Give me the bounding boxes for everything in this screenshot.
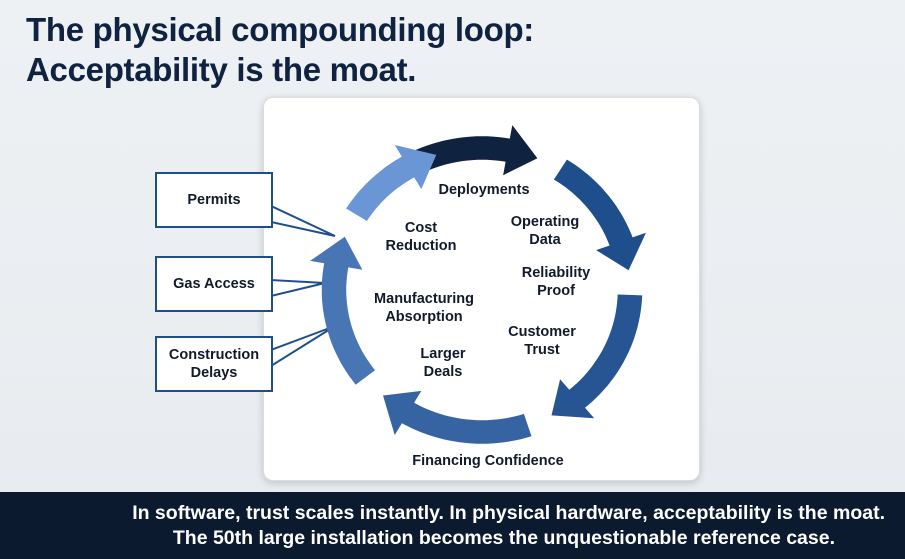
node-larger-deals: Larger Deals [420,345,465,381]
loop-ring [310,125,646,444]
node-financing-confidence-line-1: Financing Confidence [412,453,564,469]
callout-construction-delays-line-1: Construction [168,347,260,363]
node-cost-reduction: Cost Reduction [386,219,457,255]
node-manufacturing-absorption-line-1: Manufacturing [374,291,474,307]
banner-line-2: The 50th large installation becomes the … [172,527,835,549]
node-cost-reduction-line-2: Reduction [385,238,457,254]
loop-arrow-segment [310,236,375,385]
callout-gas-access-label: Gas Access [173,275,255,293]
node-customer-trust-line-1: Customer [508,324,576,340]
callout-permits: Permits [155,172,273,228]
callout-construction-delays: Construction Delays [155,336,273,392]
node-operating-data-line-1: Operating [510,214,580,230]
bottom-banner: In software, trust scales instantly. In … [0,492,905,559]
node-operating-data-line-2: Data [529,232,561,248]
node-manufacturing-absorption-line-2: Absorption [385,309,463,325]
page-title: The physical compounding loop: Acceptabi… [26,10,534,90]
node-manufacturing-absorption: Manufacturing Absorption [374,290,474,326]
node-customer-trust: Customer Trust [508,323,576,359]
title-line-2: Acceptability is the moat. [26,51,417,88]
callout-gas-access-line-1: Gas Access [173,276,255,292]
loop-arrow-segment [383,390,532,444]
node-reliability-proof-line-1: Reliability [521,265,591,281]
callout-permits-line-1: Permits [187,192,241,208]
node-financing-confidence: Financing Confidence [412,452,563,470]
callout-construction-delays-label: Construction Delays [169,346,259,382]
node-larger-deals-line-2: Deals [423,364,463,380]
callout-gas-access: Gas Access [155,256,273,312]
banner-line-1: In software, trust scales instantly. In … [132,502,885,524]
node-reliability-proof: Reliability Proof [522,264,591,300]
callout-construction-delays-line-2: Delays [190,365,238,381]
node-reliability-proof-line-2: Proof [537,283,575,299]
node-deployments-line-1: Deployments [438,182,530,198]
gas-access-pointer [270,278,326,298]
node-customer-trust-line-2: Trust [524,342,560,358]
loop-arrow-segment [551,294,643,419]
title-line-1: The physical compounding loop: [26,11,534,48]
permits-pointer [270,204,336,237]
node-deployments: Deployments [438,181,529,199]
callout-permits-label: Permits [187,191,240,209]
node-cost-reduction-line-1: Cost [404,220,438,236]
node-larger-deals-line-1: Larger [420,346,466,362]
loop-arrow-segment [346,145,437,221]
node-operating-data: Operating Data [511,213,579,249]
loop-arrow-segment [553,159,646,271]
construction-delays-pointer [270,325,336,368]
